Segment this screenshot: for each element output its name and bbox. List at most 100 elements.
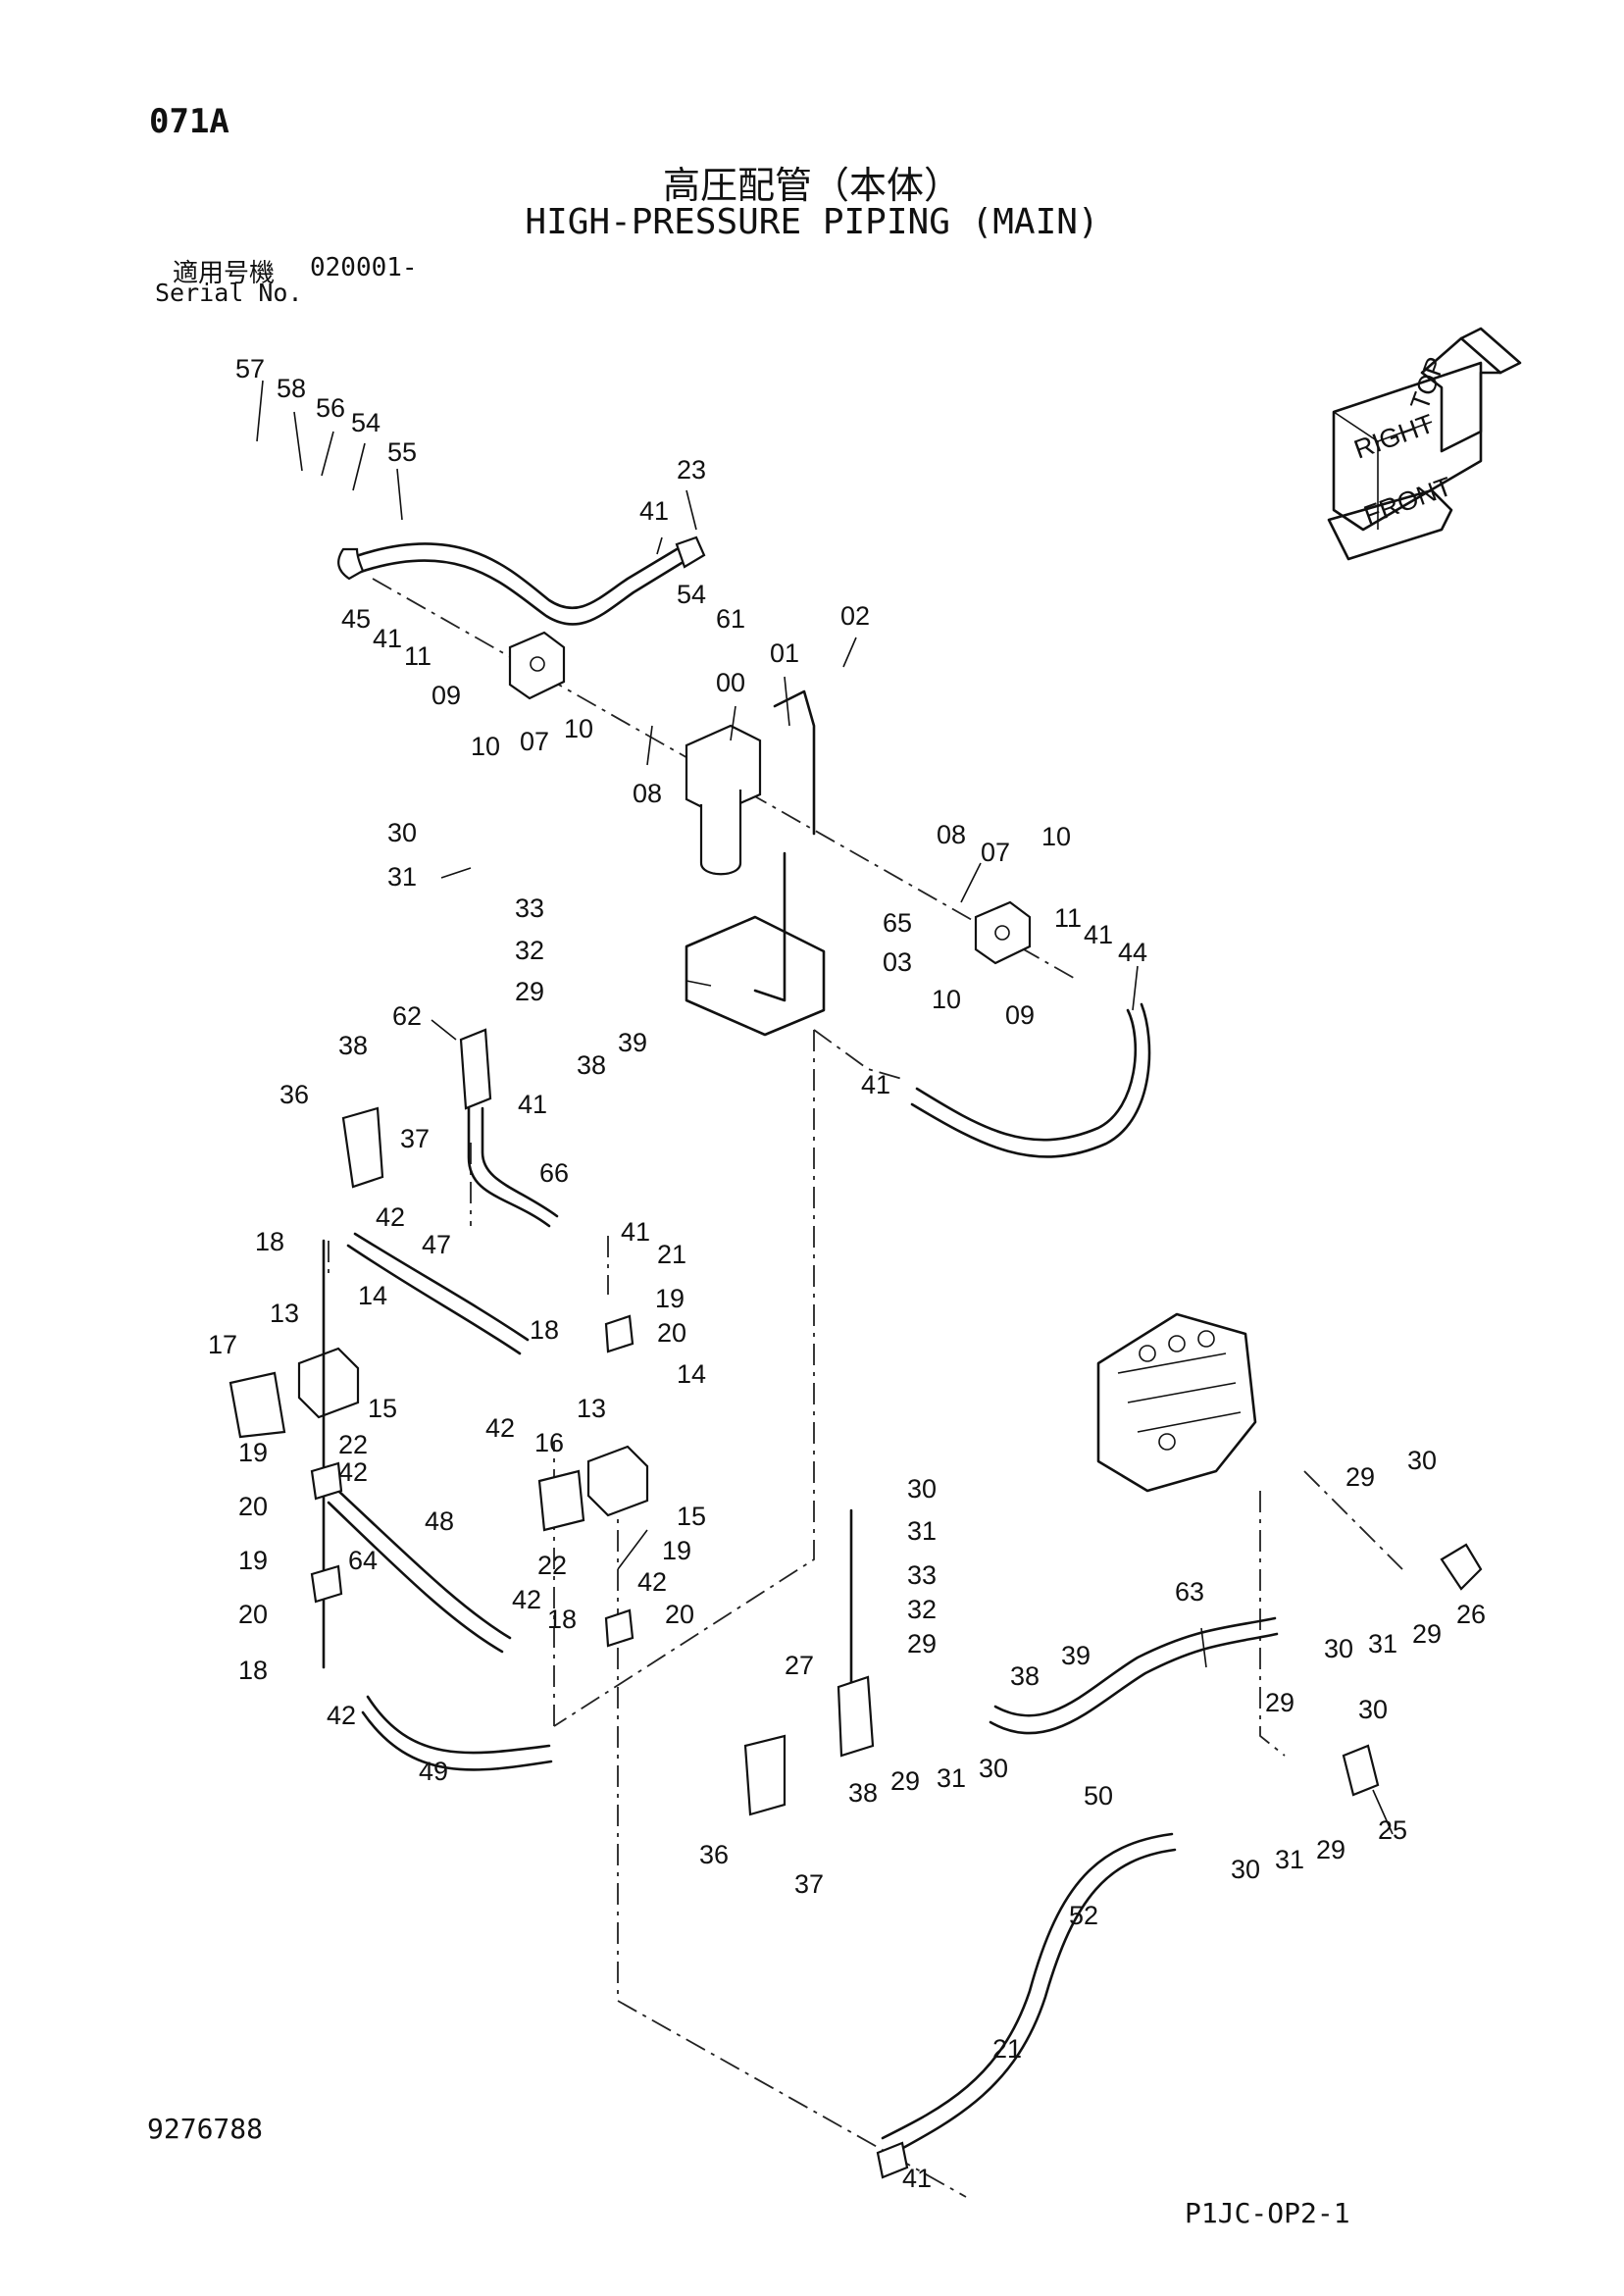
callout: 47 bbox=[422, 1230, 451, 1259]
callout: 39 bbox=[618, 1028, 647, 1057]
callout: 18 bbox=[547, 1605, 577, 1634]
hose-50-52 bbox=[876, 1832, 1177, 2179]
callout: 41 bbox=[373, 624, 402, 653]
callout: 20 bbox=[238, 1492, 268, 1521]
serial-label-japanese: 適用号機 bbox=[173, 259, 276, 288]
callout: 42 bbox=[637, 1567, 667, 1597]
callout: 54 bbox=[677, 580, 706, 609]
callout: 36 bbox=[279, 1080, 309, 1109]
callout: 25 bbox=[1378, 1815, 1407, 1845]
callout: 29 bbox=[907, 1629, 937, 1658]
callout: 23 bbox=[677, 455, 706, 485]
callout: 29 bbox=[515, 977, 544, 1006]
callout: 08 bbox=[937, 820, 966, 849]
callout: 10 bbox=[932, 985, 961, 1014]
vertical-pipe-left bbox=[341, 1028, 559, 1228]
callout: 44 bbox=[1118, 938, 1147, 967]
callout: 29 bbox=[1345, 1462, 1375, 1492]
hose-48 bbox=[327, 1489, 512, 1654]
hose-assembly-right bbox=[910, 1002, 1151, 1158]
callout: 07 bbox=[520, 727, 549, 756]
dashed-routing-lines bbox=[328, 578, 1403, 2198]
callout: 20 bbox=[238, 1600, 268, 1629]
orientation-front: FRONT bbox=[1360, 472, 1456, 531]
callout: 27 bbox=[785, 1651, 814, 1680]
callout: 57 bbox=[235, 354, 265, 383]
callout: 56 bbox=[316, 393, 345, 423]
callout: 18 bbox=[255, 1227, 284, 1256]
callout: 13 bbox=[577, 1394, 606, 1423]
callout: 65 bbox=[883, 908, 912, 938]
callout: 30 bbox=[1324, 1634, 1353, 1663]
callout: 41 bbox=[639, 496, 669, 526]
callout: 36 bbox=[699, 1840, 729, 1869]
callout: 62 bbox=[392, 1001, 422, 1031]
callout: 48 bbox=[425, 1506, 454, 1536]
callout: 18 bbox=[530, 1315, 559, 1345]
fitting-column-left bbox=[310, 1239, 634, 1669]
callout: 33 bbox=[907, 1560, 937, 1590]
callout: 08 bbox=[633, 779, 662, 808]
callout: 41 bbox=[861, 1070, 890, 1099]
page-title-japanese: 高圧配管（本体） bbox=[662, 164, 961, 207]
callout: 02 bbox=[840, 601, 870, 631]
callout: 21 bbox=[657, 1240, 686, 1269]
callout: 19 bbox=[238, 1546, 268, 1575]
control-valve bbox=[1096, 1312, 1257, 1493]
callout: 37 bbox=[400, 1124, 430, 1153]
callout: 29 bbox=[1265, 1688, 1294, 1717]
callout: 41 bbox=[518, 1090, 547, 1119]
callout: 42 bbox=[485, 1413, 515, 1443]
callout: 45 bbox=[341, 604, 371, 634]
flange-25 bbox=[1342, 1744, 1380, 1797]
callout: 54 bbox=[351, 408, 381, 437]
orientation-right: RIGHT bbox=[1350, 409, 1438, 465]
flange-26 bbox=[1440, 1543, 1483, 1591]
callout: 30 bbox=[1407, 1446, 1437, 1475]
callout: 55 bbox=[387, 437, 417, 467]
callout: 16 bbox=[534, 1428, 564, 1457]
callout: 31 bbox=[387, 862, 417, 892]
callout: 09 bbox=[1005, 1000, 1035, 1030]
serial-number-value: 020001- bbox=[310, 253, 418, 282]
callout: 52 bbox=[1069, 1901, 1098, 1930]
callout: 38 bbox=[577, 1050, 606, 1080]
callout: 61 bbox=[716, 604, 745, 634]
callout: 31 bbox=[907, 1516, 937, 1546]
hose-47 bbox=[346, 1232, 530, 1355]
callout: 29 bbox=[890, 1766, 920, 1796]
callout: 33 bbox=[515, 893, 544, 923]
sheet-code: P1JC-OP2-1 bbox=[1185, 2197, 1350, 2229]
callout: 10 bbox=[1041, 822, 1071, 851]
callout: 18 bbox=[238, 1656, 268, 1685]
orientation-top: TOP bbox=[1404, 353, 1450, 414]
hose-assembly-top bbox=[337, 536, 706, 626]
callout: 03 bbox=[883, 947, 912, 977]
callout: 66 bbox=[539, 1158, 569, 1188]
callout: 11 bbox=[1054, 903, 1082, 933]
page-title: HIGH-PRESSURE PIPING (MAIN) bbox=[525, 202, 1099, 242]
callout: 31 bbox=[1368, 1629, 1397, 1658]
callout: 30 bbox=[907, 1474, 937, 1504]
callout: 29 bbox=[1316, 1835, 1345, 1864]
page-code: 071A bbox=[149, 102, 229, 141]
orientation-indicator: TOP RIGHT FRONT bbox=[1327, 327, 1522, 561]
valve-block-left bbox=[228, 1347, 360, 1439]
callout: 15 bbox=[677, 1502, 706, 1531]
filter-assembly bbox=[685, 689, 826, 1037]
callout: 49 bbox=[419, 1757, 448, 1786]
callout: 20 bbox=[657, 1318, 686, 1348]
callout: 42 bbox=[327, 1701, 356, 1730]
callout: 13 bbox=[270, 1299, 299, 1328]
valve-block-right bbox=[537, 1445, 649, 1532]
callout: 10 bbox=[564, 714, 593, 743]
callout: 17 bbox=[208, 1330, 237, 1359]
port-block-upper bbox=[508, 631, 566, 700]
callout: 37 bbox=[794, 1869, 824, 1899]
callout: 30 bbox=[979, 1754, 1008, 1783]
callout: 38 bbox=[338, 1031, 368, 1060]
serial-label: Serial No. bbox=[155, 279, 303, 307]
callout: 42 bbox=[376, 1202, 405, 1232]
callout: 30 bbox=[1358, 1695, 1388, 1724]
